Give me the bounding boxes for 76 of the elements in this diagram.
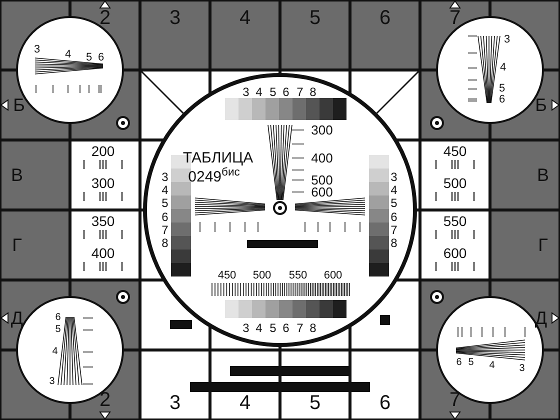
frequency-label: 400 xyxy=(311,152,333,164)
scale-number: 6 xyxy=(282,322,290,334)
column-number: 5 xyxy=(309,8,321,28)
frequency-label: 600 xyxy=(324,270,342,282)
scale-number: 6 xyxy=(162,211,168,223)
scale-number: 5 xyxy=(498,84,506,94)
frequency-label: 600 xyxy=(443,246,467,260)
row-letter: В xyxy=(11,166,23,184)
scale-number: 6 xyxy=(498,94,506,106)
scale-number: 7 xyxy=(390,224,398,236)
column-number: 4 xyxy=(239,393,251,413)
scale-number: 6 xyxy=(390,211,398,223)
scale-number: 5 xyxy=(162,197,168,209)
frequency-label: 300 xyxy=(311,124,333,136)
frequency-label: 450 xyxy=(218,270,236,282)
scale-number: 8 xyxy=(310,322,316,334)
scale-number: 6 xyxy=(456,358,462,368)
frequency-label: 550 xyxy=(288,270,308,282)
scale-number: 4 xyxy=(52,347,58,357)
card-number: 0249$^{бис}$ xyxy=(188,170,240,184)
scale-number: 5 xyxy=(270,322,276,334)
column-number: 7 xyxy=(449,8,461,28)
scale-number: 8 xyxy=(162,237,168,249)
frequency-label: 550 xyxy=(443,214,467,228)
scale-number: 7 xyxy=(296,322,304,334)
scale-number: 3 xyxy=(519,364,525,374)
scale-number: 6 xyxy=(98,52,104,64)
card-title: ТАБЛИЦА xyxy=(182,150,254,166)
row-letter: Б xyxy=(13,96,25,114)
frequency-label: 300 xyxy=(91,176,115,190)
row-letter: Г xyxy=(538,236,548,254)
frequency-label: 450 xyxy=(443,144,467,158)
scale-number: 4 xyxy=(500,62,506,74)
frequency-label: 600 xyxy=(311,186,333,198)
scale-number: 4 xyxy=(256,86,262,98)
scale-number: 4 xyxy=(162,184,168,196)
scale-number: 5 xyxy=(390,197,398,209)
frequency-label: 350 xyxy=(91,214,115,228)
column-number: 6 xyxy=(379,393,391,413)
scale-number: 6 xyxy=(282,86,290,98)
row-letter: В xyxy=(537,166,549,184)
row-letter: Д xyxy=(10,309,24,327)
scale-number: 3 xyxy=(34,44,40,56)
frequency-label: 500 xyxy=(252,270,272,282)
column-number: 5 xyxy=(309,393,321,413)
scale-number: 7 xyxy=(296,86,304,98)
scale-number: 4 xyxy=(64,50,72,60)
scale-number: 3 xyxy=(49,377,55,387)
frequency-label: 500 xyxy=(443,176,467,190)
scale-number: 4 xyxy=(256,322,262,334)
frequency-label: 200 xyxy=(91,144,115,158)
scale-number: 3 xyxy=(162,171,168,183)
column-number: 3 xyxy=(169,8,181,28)
scale-number: 7 xyxy=(162,224,168,236)
scale-number: 5 xyxy=(55,325,61,335)
scale-number: 8 xyxy=(310,86,316,98)
scale-number: 3 xyxy=(390,171,398,183)
scale-number: 3 xyxy=(504,34,510,46)
row-letter: Г xyxy=(12,236,22,254)
scale-number: 3 xyxy=(242,322,250,334)
scale-number: 5 xyxy=(86,52,92,64)
column-number: 4 xyxy=(239,8,251,28)
scale-number: 4 xyxy=(390,184,398,196)
scale-number: 5 xyxy=(468,358,474,368)
frequency-label: 500 xyxy=(311,174,333,186)
scale-number: 3 xyxy=(242,86,250,98)
scale-number: 5 xyxy=(270,86,276,98)
column-number: 3 xyxy=(169,393,181,413)
scale-number: 4 xyxy=(489,361,495,371)
scale-number: 8 xyxy=(390,237,398,249)
row-letter: Б xyxy=(535,96,547,114)
frequency-label: 400 xyxy=(91,246,115,260)
column-number: 6 xyxy=(379,8,391,28)
column-number: 2 xyxy=(99,390,111,410)
scale-number: 6 xyxy=(55,313,61,323)
column-number: 2 xyxy=(99,8,111,28)
